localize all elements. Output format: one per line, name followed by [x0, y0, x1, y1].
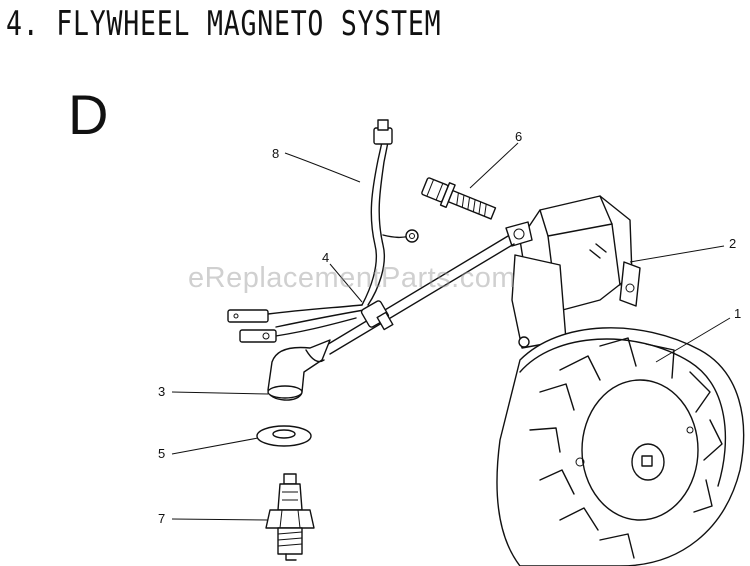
washer-part[interactable]	[256, 425, 312, 447]
flywheel-part[interactable]	[496, 327, 745, 566]
callout-7: 7	[158, 511, 165, 526]
callout-1: 1	[734, 306, 741, 321]
spark-plug-part[interactable]	[265, 473, 315, 561]
section-letter: D	[68, 83, 109, 146]
callout-2: 2	[729, 236, 736, 251]
ht-lead-and-clamp-part[interactable]	[324, 235, 515, 355]
watermark-text: eReplacementParts.com	[188, 262, 517, 294]
leader-lines	[171, 142, 731, 521]
ignition-coil-part[interactable]	[505, 195, 641, 349]
callout-5: 5	[158, 446, 165, 461]
page-title: 4. FLYWHEEL MAGNETO SYSTEM	[6, 4, 442, 44]
callout-4: 4	[322, 250, 329, 265]
callout-8: 8	[272, 146, 279, 161]
spark-plug-cap-part[interactable]	[267, 339, 331, 401]
callout-3: 3	[158, 384, 165, 399]
callout-6: 6	[515, 129, 522, 144]
wire-harness-part[interactable]	[227, 119, 419, 343]
bolt-part[interactable]	[420, 175, 498, 225]
